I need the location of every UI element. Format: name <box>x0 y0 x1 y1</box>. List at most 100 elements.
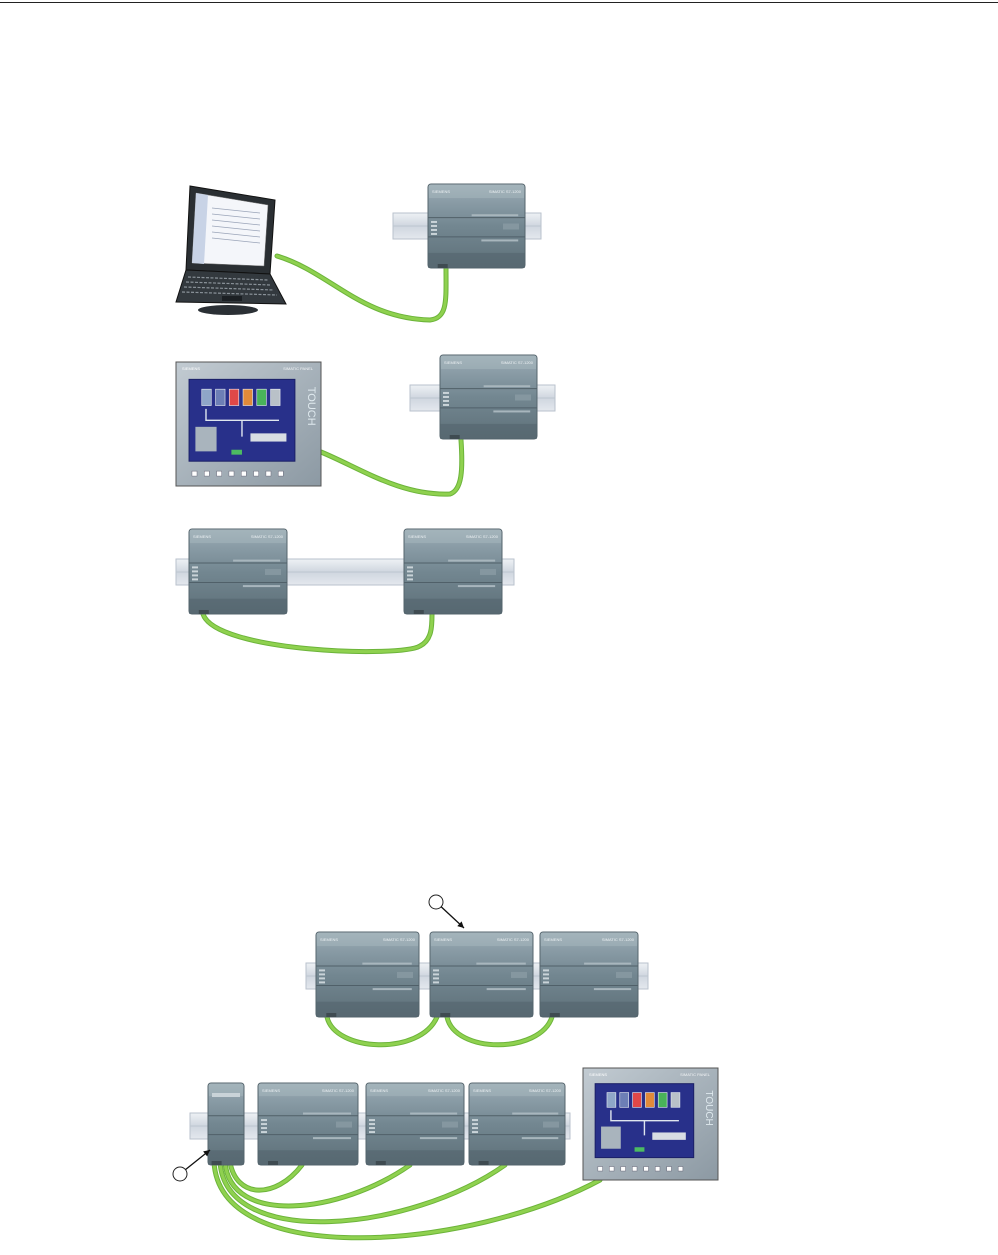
plc-5b-status-led <box>369 1131 375 1134</box>
programming-laptop-software-row <box>211 213 261 220</box>
plc-4b-status-led <box>433 969 439 972</box>
plc-5b-bottom-terminals <box>366 1150 464 1165</box>
plc-5b-status-led <box>369 1127 375 1130</box>
hmi-panel-2-function-key <box>609 1166 615 1172</box>
cable-chain-1-highlight <box>325 1015 439 1047</box>
hmi-panel-2-tank-graphic <box>632 1092 642 1108</box>
plc-4a-model-label: SIMATIC S7-1200 <box>383 937 416 942</box>
plc-5a-ethernet-port <box>268 1161 278 1165</box>
hmi-panel-2-function-key <box>597 1166 603 1172</box>
plc-1-bottom-terminals <box>428 252 525 268</box>
hmi-panel-2-tank-graphic <box>657 1092 668 1108</box>
plc-1-status-led <box>431 228 437 231</box>
plc-4b-label-plate <box>511 971 527 978</box>
plc-2-brand-label: SIEMENS <box>444 360 462 365</box>
plc-5c-top-cover <box>470 1084 564 1096</box>
hmi-panel-1-status-indicator <box>231 449 242 455</box>
plc-5b-io-led-strip <box>410 1112 458 1115</box>
callout-circle <box>172 1166 188 1182</box>
plc-1-io-led-strip <box>471 214 519 217</box>
callouts <box>172 894 465 1182</box>
plc-3b-top-cover <box>405 530 501 543</box>
hmi-panel-2-status-indicator <box>634 1147 645 1152</box>
plc-5b-brand-label: SIEMENS <box>370 1088 388 1093</box>
plc-1-brand-label: SIEMENS <box>432 189 450 194</box>
plc-2-status-led <box>443 395 449 398</box>
ethernet-switch-port-led <box>212 1093 240 1097</box>
plc-3a-label-plate <box>265 568 281 575</box>
ethernet-switch-ethernet-port <box>211 1161 222 1165</box>
hmi-panel-2-machine-graphic <box>601 1126 621 1149</box>
plc-4c-status-led <box>543 981 549 984</box>
programming-laptop-key-row <box>181 291 278 296</box>
plc-4b-bottom-terminals <box>430 1001 533 1017</box>
plc-4a-io-led-strip <box>372 988 412 991</box>
hmi-panel-1-function-key <box>191 470 198 477</box>
plc-2-status-led <box>443 403 449 406</box>
plc-4c-top-cover <box>541 933 637 946</box>
hmi-panel-2-tank-graphic <box>645 1092 655 1108</box>
plc-4c-status-led <box>543 977 549 980</box>
plc-3a-status-led <box>192 574 198 577</box>
plc-5c-io-led-strip <box>521 1137 559 1140</box>
plc-5c-ethernet-port <box>478 1161 489 1165</box>
programming-laptop-key-row <box>183 286 275 291</box>
plc-4c-status-led <box>543 969 549 972</box>
ethernet-cables <box>200 253 603 1241</box>
programming-laptop-software-row <box>211 237 261 244</box>
plc-3a-io-led-strip <box>233 559 281 562</box>
plc-5a-status-led <box>261 1119 267 1122</box>
plc-5b-model-label: SIMATIC S7-1200 <box>428 1088 461 1093</box>
plc-2-label-plate <box>515 394 531 401</box>
plc-5c-status-led <box>472 1127 478 1130</box>
cable-chain-2-highlight <box>445 1015 554 1047</box>
callout-arrowhead <box>203 1150 210 1157</box>
hmi-panel-2-tank-graphic <box>606 1092 617 1108</box>
hmi-panel-2-pipe-graphic <box>610 1110 679 1136</box>
programming-laptop-touchpad <box>222 296 242 301</box>
plc-2-top-cover <box>441 356 536 369</box>
hmi-panel-1-tank-graphic <box>242 388 253 406</box>
programming-laptop-software-sidebar <box>192 193 208 264</box>
callout-arrowhead <box>457 921 464 928</box>
plc-3b-status-led <box>407 570 413 573</box>
hmi-panel-1-function-key <box>241 470 247 477</box>
plc-3a-status-led <box>192 578 198 581</box>
plc-2-model-label: SIMATIC S7-1200 <box>501 360 534 365</box>
plc-4b-ethernet-port <box>440 1013 451 1017</box>
plc-4c-label-plate <box>616 971 632 978</box>
plc-2-status-led <box>443 391 449 394</box>
plc-2-status-led <box>443 399 449 402</box>
plc-2-bottom-terminals <box>440 423 537 439</box>
plc-5c-bottom-terminals <box>469 1150 565 1165</box>
programming-laptop-screen <box>191 192 269 267</box>
plc-4c-io-led-strip <box>593 988 632 991</box>
hmi-panel-1-function-key <box>228 470 235 477</box>
hmi-panel-2-model-label: SIMATIC PANEL <box>680 1072 711 1077</box>
programming-laptop-software-row <box>211 207 261 214</box>
programming-laptop-software-row <box>211 231 261 238</box>
hmi-panel-2-function-key <box>677 1166 684 1172</box>
plc-4a-io-led-strip <box>362 962 412 965</box>
plc-5a-io-led-strip <box>303 1112 351 1115</box>
cable-switch-to-hmi-highlight <box>212 1160 602 1240</box>
cable-chain-1 <box>324 1014 440 1048</box>
hmi-panel-2-tank-graphic <box>670 1092 681 1108</box>
plc-4c-status-led <box>543 973 549 976</box>
programming-laptop-disc-drive-icon <box>198 305 258 315</box>
plc-5c-label-plate <box>543 1121 559 1128</box>
hmi-panel-1-button-row-graphic <box>250 433 287 442</box>
hmi-panel-1-tank-graphic <box>228 388 240 406</box>
programming-laptop-key-row <box>185 281 272 286</box>
plc-1-status-led <box>431 220 437 223</box>
plc-4b-brand-label: SIEMENS <box>434 937 452 942</box>
plc-3a-brand-label: SIEMENS <box>193 534 211 539</box>
plc-3b-ethernet-port <box>413 610 424 614</box>
programming-laptop-software-row <box>211 219 261 226</box>
